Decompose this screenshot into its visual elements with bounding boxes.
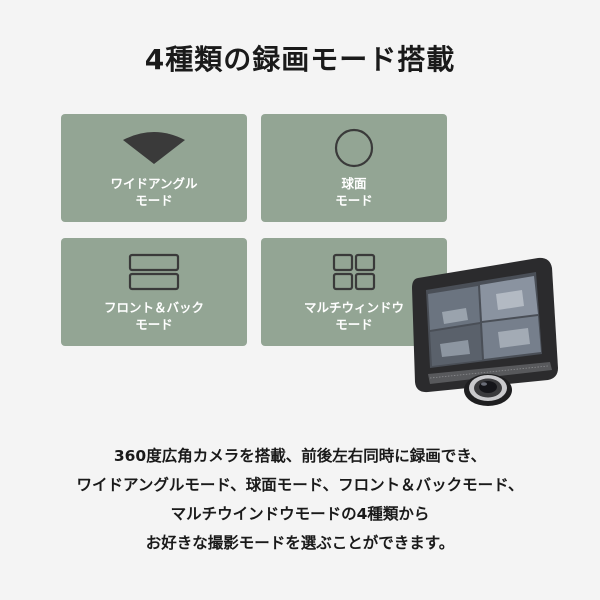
sphere-icon — [261, 128, 447, 168]
wide-angle-icon — [61, 128, 247, 168]
description-line: ワイドアングルモード、球面モード、フロント＆バックモード、 — [76, 476, 524, 494]
dashcam-image — [410, 256, 560, 416]
description-line: お好きな撮影モードを選ぶことができます。 — [145, 534, 455, 552]
mode-label: マルチウィンドウ モード — [261, 299, 447, 333]
mode-label: ワイドアングル モード — [61, 175, 247, 209]
description: 360度広角カメラを搭載、前後左右同時に録画でき、 ワイドアングルモード、球面モ… — [0, 442, 600, 558]
mode-label: フロント＆バック モード — [61, 299, 247, 333]
page-title: 4種類の録画モード搭載 — [144, 43, 456, 76]
mode-card-sphere: 球面 モード — [261, 114, 447, 222]
mode-label-line2: モード — [335, 317, 373, 332]
mode-label: 球面 モード — [261, 175, 447, 209]
quad-window-icon — [261, 252, 447, 292]
mode-label-line1: ワイドアングル — [110, 176, 198, 191]
mode-label-line1: 球面 — [341, 176, 367, 191]
mode-card-wide-angle: ワイドアングル モード — [61, 114, 247, 222]
description-line: マルチウインドウモードの4種類から — [170, 505, 430, 523]
split-screen-icon — [61, 252, 247, 292]
mode-label-line2: モード — [135, 317, 173, 332]
mode-label-line2: モード — [135, 193, 173, 208]
description-line: 360度広角カメラを搭載、前後左右同時に録画でき、 — [113, 447, 487, 465]
mode-label-line2: モード — [335, 193, 373, 208]
mode-card-front-back: フロント＆バック モード — [61, 238, 247, 346]
mode-label-line1: フロント＆バック — [103, 300, 204, 315]
mode-label-line1: マルチウィンドウ — [303, 300, 404, 315]
